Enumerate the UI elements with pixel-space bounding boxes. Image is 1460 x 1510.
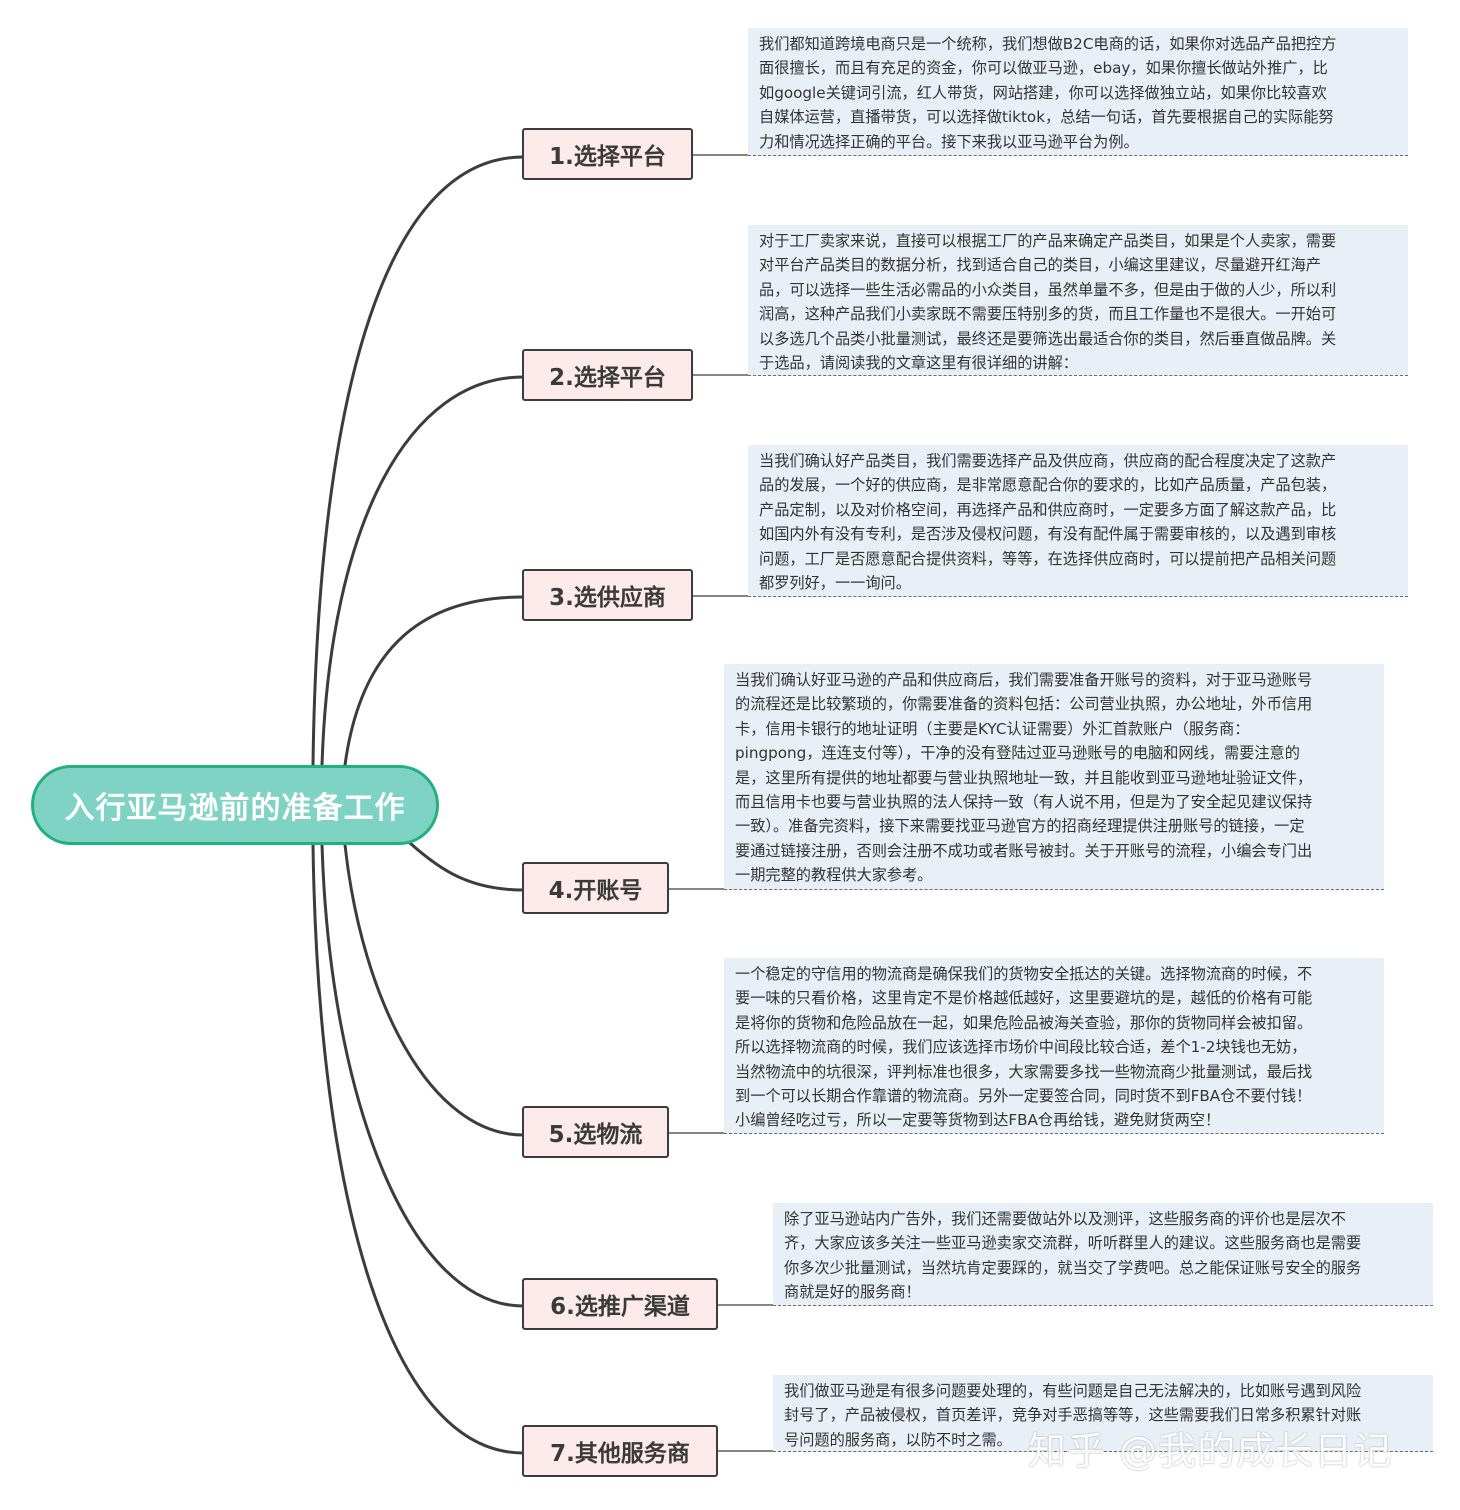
branch-topic-6[interactable]: 6.选推广渠道 bbox=[522, 1278, 718, 1330]
branch-topic-1[interactable]: 1.选择平台 bbox=[522, 128, 693, 180]
note-5: 一个稳定的守信用的物流商是确保我们的货物安全抵达的关键。选择物流商的时候，不 要… bbox=[724, 958, 1384, 1134]
connector-branch-2 bbox=[320, 375, 525, 767]
branch-topic-3[interactable]: 3.选供应商 bbox=[522, 569, 693, 621]
note-1: 我们都知道跨境电商只是一个统称，我们想做B2C电商的话，如果你对选品产品把控方 … bbox=[748, 28, 1408, 156]
watermark: 知乎 @我的成长日记 bbox=[1028, 1429, 1393, 1473]
note-4: 当我们确认好亚马逊的产品和供应商后，我们需要准备开账号的资料，对于亚马逊账号 的… bbox=[724, 664, 1384, 890]
branch-topic-7[interactable]: 7.其他服务商 bbox=[522, 1425, 718, 1477]
branch-topic-2[interactable]: 2.选择平台 bbox=[522, 349, 693, 401]
connector-branch-5 bbox=[343, 843, 525, 1137]
connector-branch-4 bbox=[408, 841, 525, 892]
branch-topic-4[interactable]: 4.开账号 bbox=[522, 862, 669, 914]
note-6: 除了亚马逊站内广告外，我们还需要做站外以及测评，这些服务商的评价也是层次不 齐，… bbox=[773, 1203, 1433, 1306]
connector-branch-6 bbox=[320, 843, 525, 1308]
connector-branch-7 bbox=[311, 843, 525, 1455]
connector-branch-3 bbox=[343, 595, 525, 767]
branch-topic-5[interactable]: 5.选物流 bbox=[522, 1106, 669, 1158]
note-2: 对于工厂卖家来说，直接可以根据工厂的产品来确定产品类目，如果是个人卖家，需要 对… bbox=[748, 225, 1408, 376]
note-3: 当我们确认好产品类目，我们需要选择产品及供应商，供应商的配合程度决定了这款产 品… bbox=[748, 445, 1408, 597]
note-7: 我们做亚马逊是有很多问题要处理的，有些问题是自己无法解决的，比如账号遇到风险 封… bbox=[773, 1375, 1433, 1452]
root-topic[interactable]: 入行亚马逊前的准备工作 bbox=[31, 765, 439, 845]
connector-branch-1 bbox=[311, 155, 525, 767]
